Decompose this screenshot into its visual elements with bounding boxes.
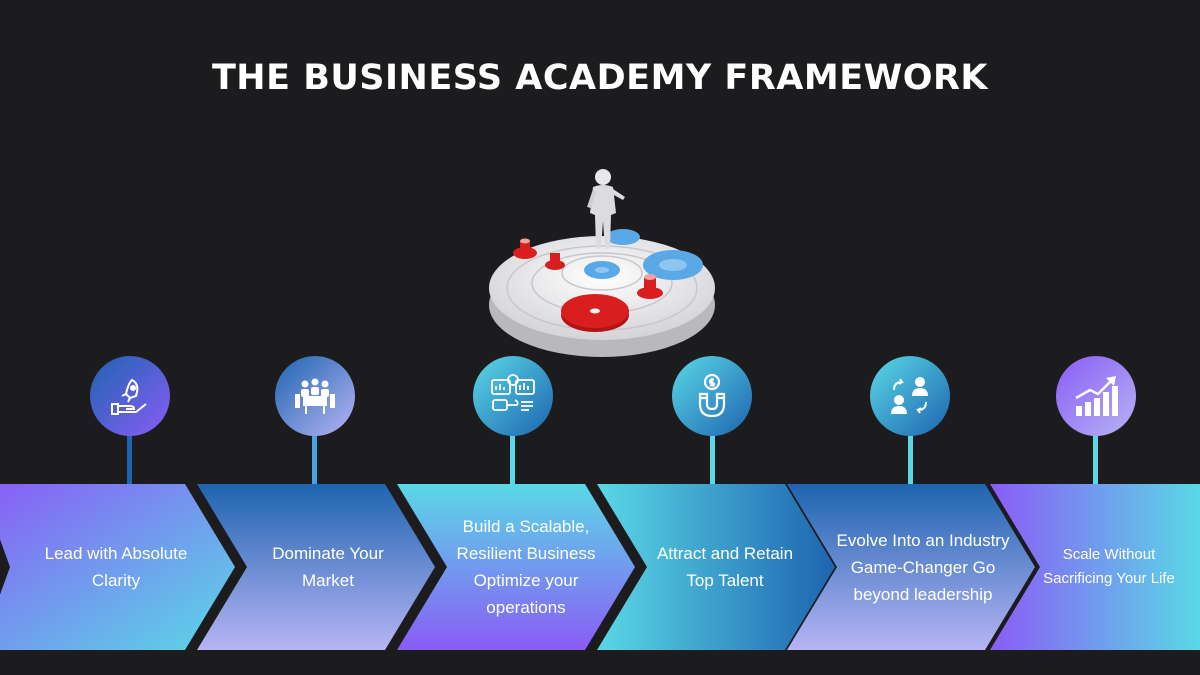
meeting-table-icon — [291, 372, 339, 420]
dashboard-analytics-icon — [489, 372, 537, 420]
connector-stem-6 — [1093, 430, 1098, 486]
step-3-icon-circle — [473, 356, 553, 436]
strategy-board-illustration — [485, 165, 720, 365]
step-5-label: Evolve Into an Industry Game-Changer Go … — [836, 484, 1010, 650]
step-6-label: Scale Without Sacrificing Your Life — [1030, 484, 1188, 650]
step-6-icon-circle — [1056, 356, 1136, 436]
rocket-hand-icon — [106, 372, 154, 420]
step-4-icon-circle — [672, 356, 752, 436]
connector-stem-3 — [510, 430, 515, 486]
step-2-icon-circle — [275, 356, 355, 436]
magnet-dollar-icon — [688, 372, 736, 420]
growth-chart-icon — [1072, 372, 1120, 420]
step-3-label: Build a Scalable, Resilient Business Opt… — [448, 484, 604, 650]
step-5-icon-circle — [870, 356, 950, 436]
connector-stem-2 — [312, 430, 317, 486]
connector-stem-1 — [127, 430, 132, 486]
step-1-label: Lead with Absolute Clarity — [30, 484, 202, 650]
connector-stem-5 — [908, 430, 913, 486]
step-1-icon-circle — [90, 356, 170, 436]
connector-stem-4 — [710, 430, 715, 486]
user-exchange-icon — [886, 372, 934, 420]
page-title: THE BUSINESS ACADEMY FRAMEWORK — [0, 58, 1200, 98]
step-2-label: Dominate Your Market — [252, 484, 404, 650]
step-4-label: Attract and Retain Top Talent — [645, 484, 805, 650]
